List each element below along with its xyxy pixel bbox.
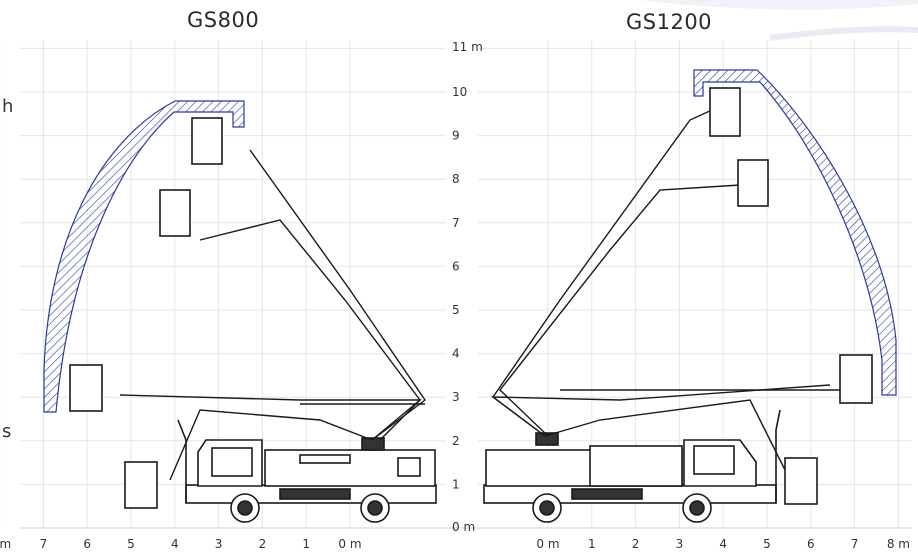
gs800-booms bbox=[119, 149, 426, 481]
laxis-tick-label: 0 m bbox=[338, 537, 361, 551]
gs1200-baskets bbox=[709, 87, 873, 505]
vaxis-tick-label: 5 bbox=[452, 303, 460, 317]
laxis-tick-label: 3 bbox=[215, 537, 223, 551]
vaxis-tick-label: 4 bbox=[452, 347, 460, 361]
title-gs800: GS800 bbox=[187, 8, 260, 32]
gs800-basket-mid bbox=[159, 189, 191, 237]
vaxis-tick-label: 9 bbox=[452, 129, 460, 143]
raxis-tick-label: 2 bbox=[632, 537, 640, 551]
gs1200-body-box bbox=[589, 445, 683, 487]
gs800-boom-max-outreach bbox=[119, 394, 422, 441]
vaxis-top-label: 11 m bbox=[452, 40, 483, 54]
gs800-basket-top bbox=[191, 117, 223, 165]
gs1200-basket-low bbox=[784, 457, 818, 505]
gs1200-envelope-outline bbox=[693, 69, 897, 396]
gs800-control-box bbox=[397, 457, 421, 477]
vaxis-tick-label: 1 bbox=[452, 477, 460, 491]
vaxis-tick-label: 3 bbox=[452, 390, 460, 404]
raxis-tick-label: 6 bbox=[807, 537, 815, 551]
gs1200-boom-low bbox=[544, 399, 791, 481]
header-swoosh-line bbox=[769, 26, 918, 41]
laxis-tick-label: 1 bbox=[302, 537, 310, 551]
gs800-body-panel bbox=[299, 454, 351, 464]
gs800-rear-hub bbox=[367, 500, 383, 516]
laxis-tick-label: 4 bbox=[171, 537, 179, 551]
raxis-tick-label: 0 m bbox=[536, 537, 559, 551]
vaxis-tick-label: 2 bbox=[452, 434, 460, 448]
gs1200-outrigger bbox=[775, 409, 781, 503]
vaxis-tick-label: 10 bbox=[452, 85, 467, 99]
gs1200-boom-mid bbox=[499, 184, 741, 437]
gs800-boom-max-height bbox=[249, 149, 426, 441]
vertical-axis: 11 m 0 m 10 9 8 7 6 5 4 3 2 1 bbox=[452, 40, 483, 534]
header-swoosh bbox=[640, 0, 918, 10]
laxis-tick-label: 8 m bbox=[0, 537, 11, 551]
raxis-tick-label: 3 bbox=[676, 537, 684, 551]
gs800-cab-window bbox=[211, 447, 253, 477]
laxis-tick-label: 5 bbox=[127, 537, 135, 551]
side-label-bottom: s bbox=[2, 421, 12, 442]
gs1200-turret bbox=[535, 432, 559, 446]
gs1200-front-hub bbox=[689, 500, 705, 516]
gs800-boom-mid bbox=[199, 219, 421, 441]
gs800-outrigger bbox=[177, 419, 187, 503]
raxis-tick-label: 1 bbox=[588, 537, 596, 551]
gs1200-tool-box bbox=[571, 488, 643, 500]
gs1200-cab-window bbox=[693, 445, 735, 475]
side-label-top: h bbox=[2, 96, 14, 117]
laxis-tick-label: 2 bbox=[259, 537, 267, 551]
vaxis-tick-label: 6 bbox=[452, 259, 460, 273]
vaxis-tick-label: 8 bbox=[452, 172, 460, 186]
gs1200-basket-right bbox=[839, 354, 873, 404]
gs1200-rear-hub bbox=[539, 500, 555, 516]
gs800-basket-left bbox=[69, 364, 103, 412]
gs800-truck bbox=[177, 419, 437, 523]
gs1200-basket-mid bbox=[737, 159, 769, 207]
gs800-basket-low bbox=[124, 461, 158, 509]
gs1200-truck bbox=[483, 409, 781, 523]
raxis-tick-label: 8 m bbox=[887, 537, 910, 551]
gs1200-boom-max-outreach bbox=[490, 384, 831, 437]
left-horizontal-axis: 8 m 7 6 5 4 3 2 1 0 m bbox=[0, 537, 362, 551]
vaxis-zero-label: 0 m bbox=[452, 520, 475, 534]
raxis-tick-label: 4 bbox=[719, 537, 727, 551]
gs800-turret bbox=[361, 437, 385, 451]
raxis-tick-label: 7 bbox=[851, 537, 859, 551]
vaxis-tick-label: 7 bbox=[452, 216, 460, 230]
gs1200-booms bbox=[490, 109, 840, 481]
laxis-tick-label: 6 bbox=[83, 537, 91, 551]
gs1200-basket-top bbox=[709, 87, 741, 137]
right-horizontal-axis: 0 m 1 2 3 4 5 6 7 8 m bbox=[536, 537, 910, 551]
gs800-tool-box bbox=[279, 488, 351, 500]
gs800-boom-low bbox=[169, 409, 373, 481]
gs800-envelope-outline bbox=[43, 100, 245, 413]
gs800-baskets bbox=[69, 117, 223, 509]
laxis-tick-label: 7 bbox=[40, 537, 48, 551]
raxis-tick-label: 5 bbox=[763, 537, 771, 551]
gs1200-diagram bbox=[483, 69, 897, 523]
title-gs1200: GS1200 bbox=[626, 10, 713, 34]
gs800-front-hub bbox=[237, 500, 253, 516]
gs800-diagram bbox=[43, 100, 437, 523]
